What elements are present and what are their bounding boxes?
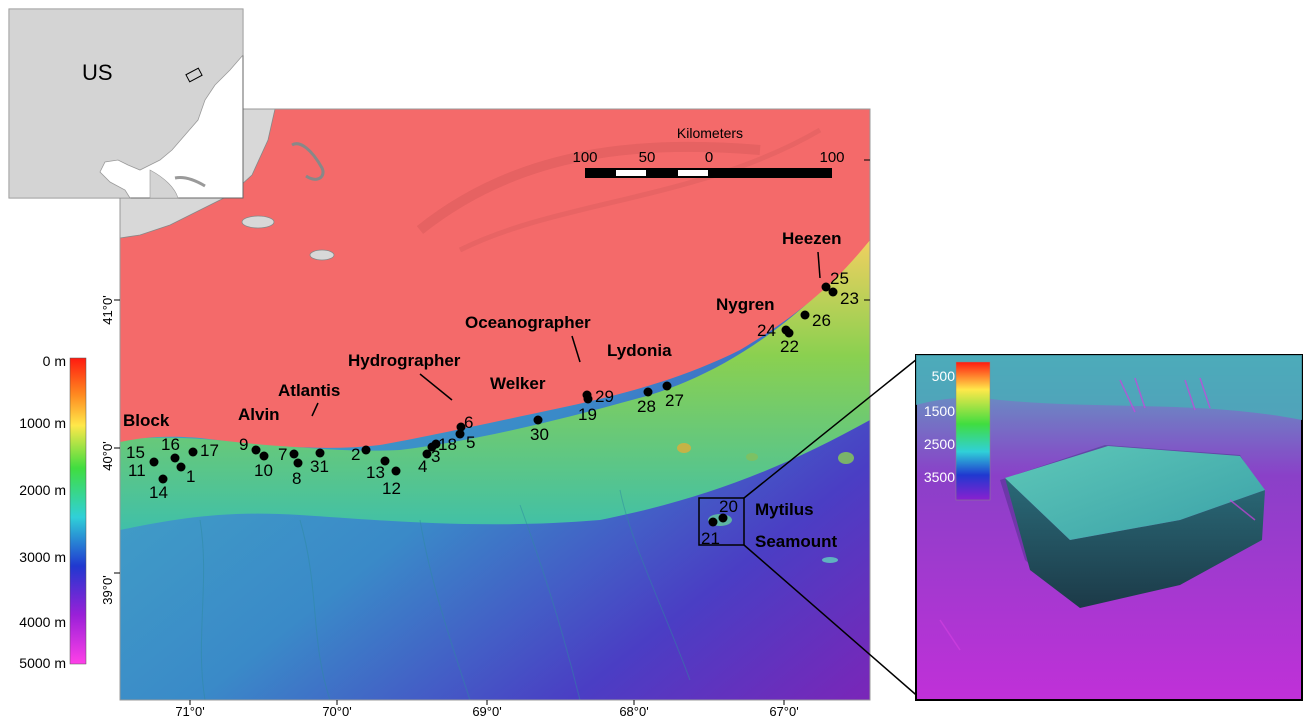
depth-label-4000: 4000 m: [19, 614, 66, 630]
seamount-plateau-top: [1005, 446, 1265, 540]
canyon-label-lydonia: Lydonia: [607, 341, 672, 360]
locator-inset: US: [8, 8, 244, 199]
lon-tick-71: 71°0': [175, 704, 204, 719]
scale-bar: Kilometers 100 50 0 100: [572, 125, 845, 178]
site-number-20: 20: [719, 497, 738, 516]
depth-legend: 0 m 1000 m 2000 m 3000 m 4000 m 5000 m: [19, 353, 87, 671]
lat-ticks: 41°0' 40°0' 39°0': [100, 159, 870, 605]
site-number-7: 7: [278, 445, 287, 464]
lat-tick-39: 39°0': [100, 575, 115, 604]
north-america-landmass: [8, 8, 244, 199]
site-number-15: 15: [126, 443, 145, 462]
scale-bar-title: Kilometers: [677, 125, 743, 141]
continental-slope: [120, 240, 870, 530]
main-map: [120, 109, 870, 700]
map-frame: [119, 108, 871, 701]
site-number-4: 4: [418, 457, 427, 476]
lat-tick-41: 41°0': [100, 295, 115, 324]
canyon-label-heezen: Heezen: [782, 229, 842, 248]
canyon-label-block: Block: [123, 411, 170, 430]
site-number-11: 11: [128, 461, 146, 480]
lon-tick-69: 69°0': [472, 704, 501, 719]
site-number-27: 27: [665, 391, 684, 410]
site-dots: [149, 282, 838, 527]
site-number-30: 30: [530, 425, 549, 444]
depth-color-bar: [69, 357, 87, 665]
site-number-5: 5: [466, 433, 475, 452]
canyon-label-alvin: Alvin: [238, 405, 280, 424]
site-number-14: 14: [149, 483, 168, 502]
canyon-label-hydrographer: Hydrographer: [348, 351, 461, 370]
depth-label-2000: 2000 m: [19, 482, 66, 498]
depth-label-3000: 3000 m: [19, 549, 66, 565]
site-number-21: 21: [701, 529, 720, 548]
scale-label-1: 100: [572, 149, 597, 166]
depth-label-0: 0 m: [43, 353, 66, 369]
continental-shelf: [120, 109, 870, 448]
seamount-label-line2: Seamount: [755, 532, 838, 551]
inset-legend-1500: 1500: [924, 403, 955, 419]
site-number-24: 24: [757, 321, 776, 340]
site-number-8: 8: [292, 469, 301, 488]
canyon-label-oceanographer: Oceanographer: [465, 313, 591, 332]
site-number-19: 19: [578, 405, 597, 424]
lon-tick-68: 68°0': [619, 704, 648, 719]
site-number-23: 23: [840, 289, 859, 308]
site-number-18: 18: [438, 435, 457, 454]
site-number-12: 12: [382, 479, 401, 498]
site-number-2: 2: [351, 445, 360, 464]
seamount-box: [698, 497, 745, 546]
site-number-9: 9: [239, 435, 248, 454]
seamount-3d-inset: 500 1500 2500 3500: [915, 354, 1303, 701]
site-number-6: 6: [464, 413, 473, 432]
site-number-13: 13: [366, 463, 385, 482]
site-number-17: 17: [200, 441, 219, 460]
canyon-label-welker: Welker: [490, 374, 546, 393]
site-number-26: 26: [812, 311, 831, 330]
lon-tick-70: 70°0': [322, 704, 351, 719]
canyon-label-atlantis: Atlantis: [278, 381, 340, 400]
depth-label-5000: 5000 m: [19, 655, 66, 671]
inset-depth-bar: [955, 361, 991, 501]
site-number-25: 25: [830, 269, 849, 288]
site-number-22: 22: [780, 337, 799, 356]
lon-tick-67: 67°0': [769, 704, 798, 719]
inset-country-label: US: [82, 60, 113, 85]
inset-legend-2500: 2500: [924, 436, 955, 452]
seamount-plateau-side: [1005, 478, 1265, 608]
site-number-28: 28: [637, 397, 656, 416]
scale-label-3: 0: [705, 149, 713, 166]
site-number-1: 1: [186, 467, 195, 486]
depth-label-1000: 1000 m: [19, 415, 66, 431]
site-number-29: 29: [595, 387, 614, 406]
site-number-10: 10: [254, 461, 273, 480]
inset-legend-3500: 3500: [924, 469, 955, 485]
site-number-31: 31: [310, 457, 329, 476]
seamount-label-line1: Mytilus: [755, 500, 814, 519]
scale-label-2: 50: [639, 149, 656, 166]
lat-tick-40: 40°0': [100, 441, 115, 470]
site-number-3: 3: [431, 447, 440, 466]
inset-legend-500: 500: [932, 368, 956, 384]
canyon-label-nygren: Nygren: [716, 295, 775, 314]
site-number-16: 16: [161, 435, 180, 454]
canyon-labels: Block Alvin Atlantis Hydrographer Welker…: [123, 229, 842, 551]
lon-ticks: 71°0' 70°0' 69°0' 68°0' 67°0': [175, 700, 799, 719]
site-numbers: 1 2 3 4 5 6 7 8 9 10 11 12 13 14 15 16 1…: [126, 269, 859, 548]
scale-label-4: 100: [819, 149, 844, 166]
